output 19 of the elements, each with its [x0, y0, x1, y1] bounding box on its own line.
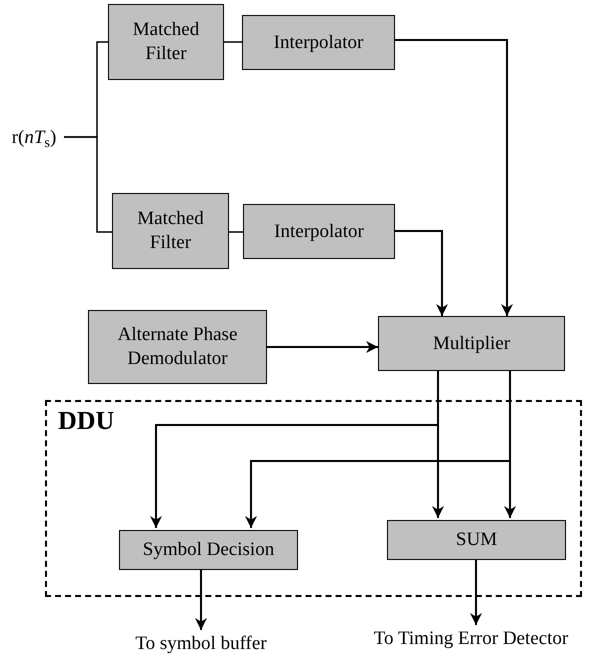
process-box: Symbol Decision: [119, 530, 298, 570]
signal-label: r(nT$_{s}$): [4, 124, 64, 152]
process-box: Interpolator: [242, 15, 395, 70]
arrow: [395, 230, 448, 316]
process-box: Alternate Phase Demodulator: [88, 310, 267, 384]
group-title: DDU: [58, 408, 114, 434]
arrow: [267, 341, 378, 353]
process-box: SUM: [387, 520, 566, 560]
arrow: [470, 558, 482, 625]
dashed-group-box: [45, 400, 582, 597]
signal-label: To Timing Error Detector: [340, 625, 602, 653]
arrow: [395, 39, 513, 316]
arrow: [195, 568, 207, 630]
process-box: Interpolator: [243, 204, 395, 259]
process-box: Matched Filter: [108, 4, 224, 80]
process-box: Matched Filter: [112, 193, 229, 269]
arrow: [245, 371, 511, 528]
signal-label: To symbol buffer: [100, 630, 302, 658]
process-box: Multiplier: [378, 316, 565, 371]
